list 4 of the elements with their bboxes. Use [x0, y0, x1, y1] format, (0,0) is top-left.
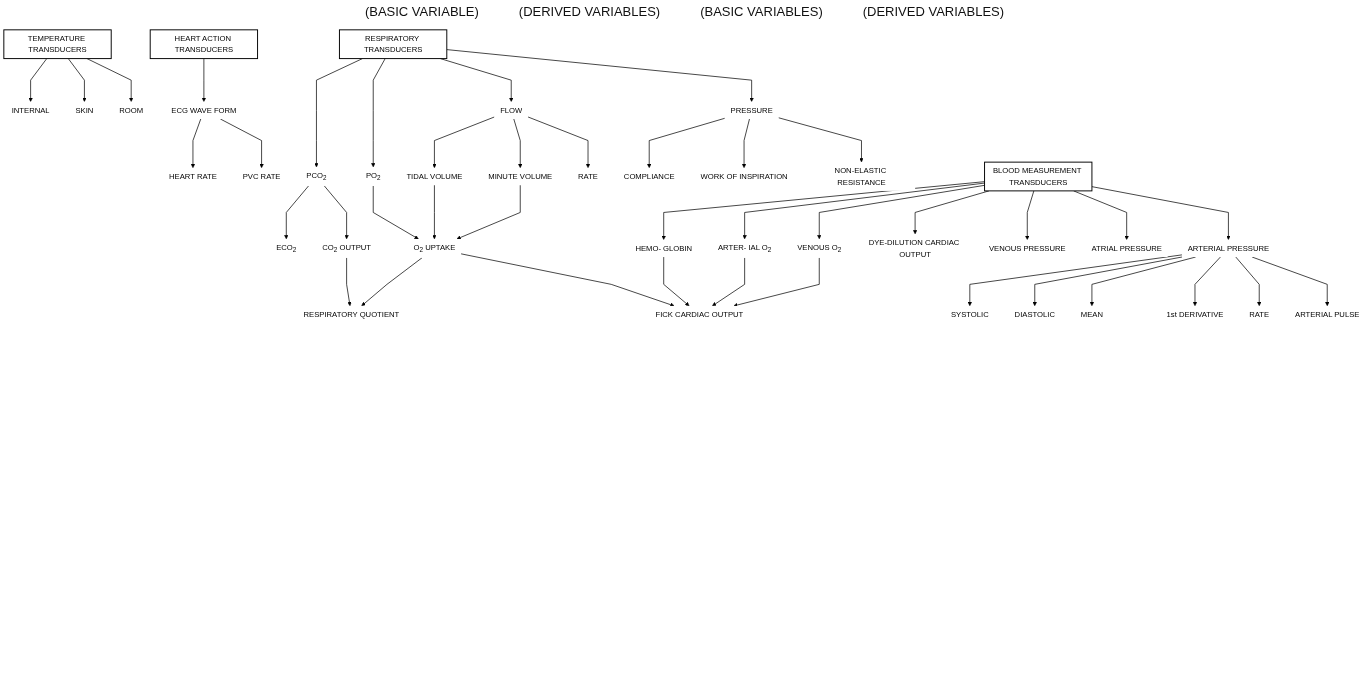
variable-note: (DERIVED VARIABLES) — [518, 4, 661, 21]
variable-note: (DERIVED VARIABLES) — [862, 4, 1005, 21]
variable-note: (BASIC VARIABLES) — [700, 4, 823, 21]
variable-note: (BASIC VARIABLE) — [364, 4, 479, 21]
